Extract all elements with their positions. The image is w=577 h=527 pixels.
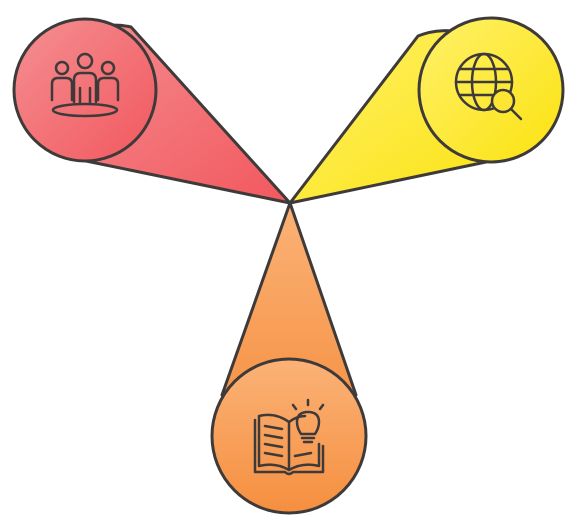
team-pin [12, 17, 292, 205]
people-group-icon [50, 52, 120, 118]
globe-search-pin [288, 16, 565, 205]
globe-search-icon [454, 52, 523, 121]
globe-pin-head [417, 16, 565, 164]
open-book-lightbulb-icon [253, 398, 325, 476]
team-pin-head [12, 17, 158, 163]
